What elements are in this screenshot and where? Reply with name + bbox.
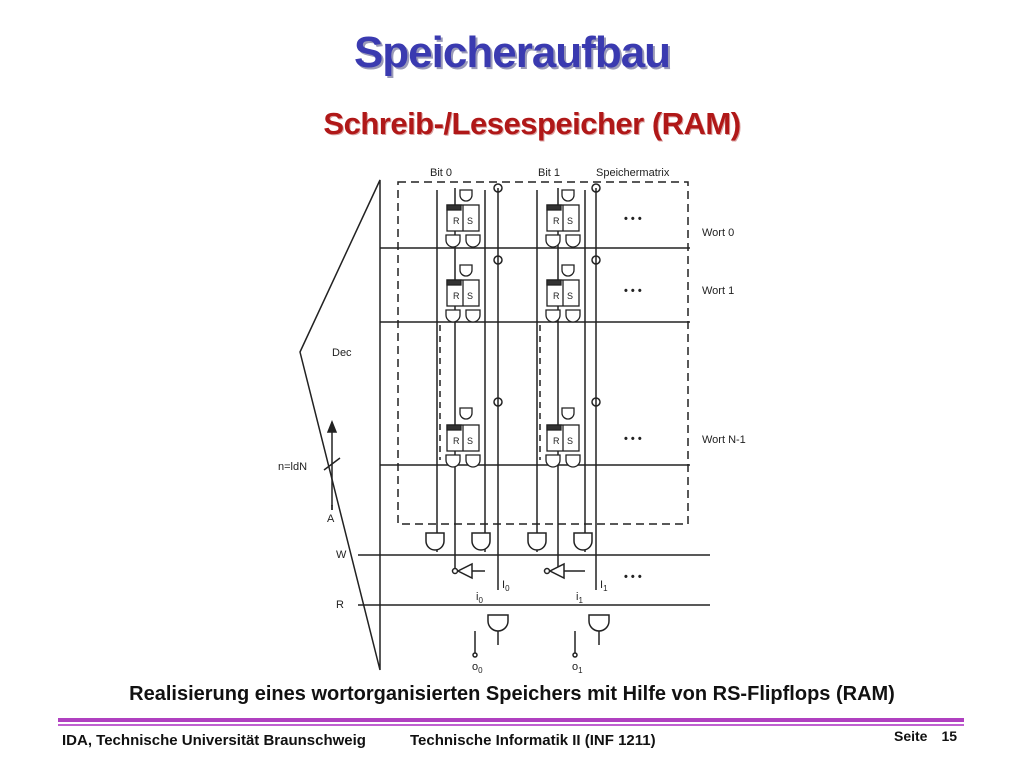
cell-s-label: S [567,436,573,446]
slide-title: Speicheraufbau [353,28,671,77]
page-number: 15 [941,728,958,744]
cell-s-label: S [467,216,473,226]
cell-s-label: S [567,216,573,226]
label-decoder: Dec [332,347,352,359]
cell-r-label: R [553,436,560,446]
label-wordN: Wort N-1 [702,434,746,446]
decoder-shape [299,179,381,671]
write-gate-0b [471,532,491,551]
label-address-input: A [327,513,335,525]
page-label: Seite [894,728,928,744]
footer-divider [58,718,964,722]
cell-word0-bit0 [445,189,481,248]
label-I0: I0 [502,579,510,593]
cell-word0-bit1 [545,189,581,248]
label-word1: Wort 1 [702,285,734,297]
cell-s-label: S [467,436,473,446]
ellipsis-word1: • • • [624,285,642,297]
cell-r-label: R [453,216,460,226]
cell-word1-bit1 [545,264,581,323]
cell-wordN-bit1 [545,407,581,468]
ellipsis-io: • • • [624,571,642,583]
memory-matrix-border [397,181,689,525]
footer-divider-thin [58,724,964,726]
label-I1: I1 [600,579,608,593]
label-i1: i1 [576,591,583,605]
label-i0: i0 [476,591,483,605]
label-o1: o1 [572,661,583,675]
label-bit0: Bit 0 [430,167,452,179]
label-bit1: Bit 1 [538,167,560,179]
write-gate-1a [527,532,547,551]
ram-circuit-diagram: Bit 0 Bit 1 Speichermatrix Wort 0 Wort 1… [278,167,746,675]
read-gate-0 [487,614,509,632]
cell-r-label: R [553,216,560,226]
cell-wordN-bit0 [445,407,481,468]
cell-r-label: R [453,436,460,446]
read-gate-1 [588,614,610,632]
label-read: R [336,599,344,611]
ellipsis-word0: • • • [624,213,642,225]
cell-s-label: S [467,291,473,301]
write-gate-0a [425,532,445,551]
label-o0: o0 [472,661,483,675]
footer-institution: IDA, Technische Universität Braunschweig [62,732,366,749]
cell-r-label: R [553,291,560,301]
label-address-width: n=ldN [278,461,307,473]
inverter-1 [548,562,565,580]
slide-subtitle: Schreib-/Lesespeicher (RAM) [323,106,741,141]
cell-s-label: S [567,291,573,301]
label-write: W [336,549,347,561]
cell-word1-bit0 [445,264,481,323]
footer-course: Technische Informatik II (INF 1211) [410,732,656,749]
label-word0: Wort 0 [702,227,734,239]
write-gate-1b [573,532,593,551]
label-speichermatrix: Speichermatrix [596,167,670,179]
inverter-0 [456,562,473,580]
cell-r-label: R [453,291,460,301]
footer-page: Seite 15 [880,728,957,744]
figure-caption: Realisierung eines wortorganisierten Spe… [129,683,895,705]
ellipsis-wordN: • • • [624,433,642,445]
